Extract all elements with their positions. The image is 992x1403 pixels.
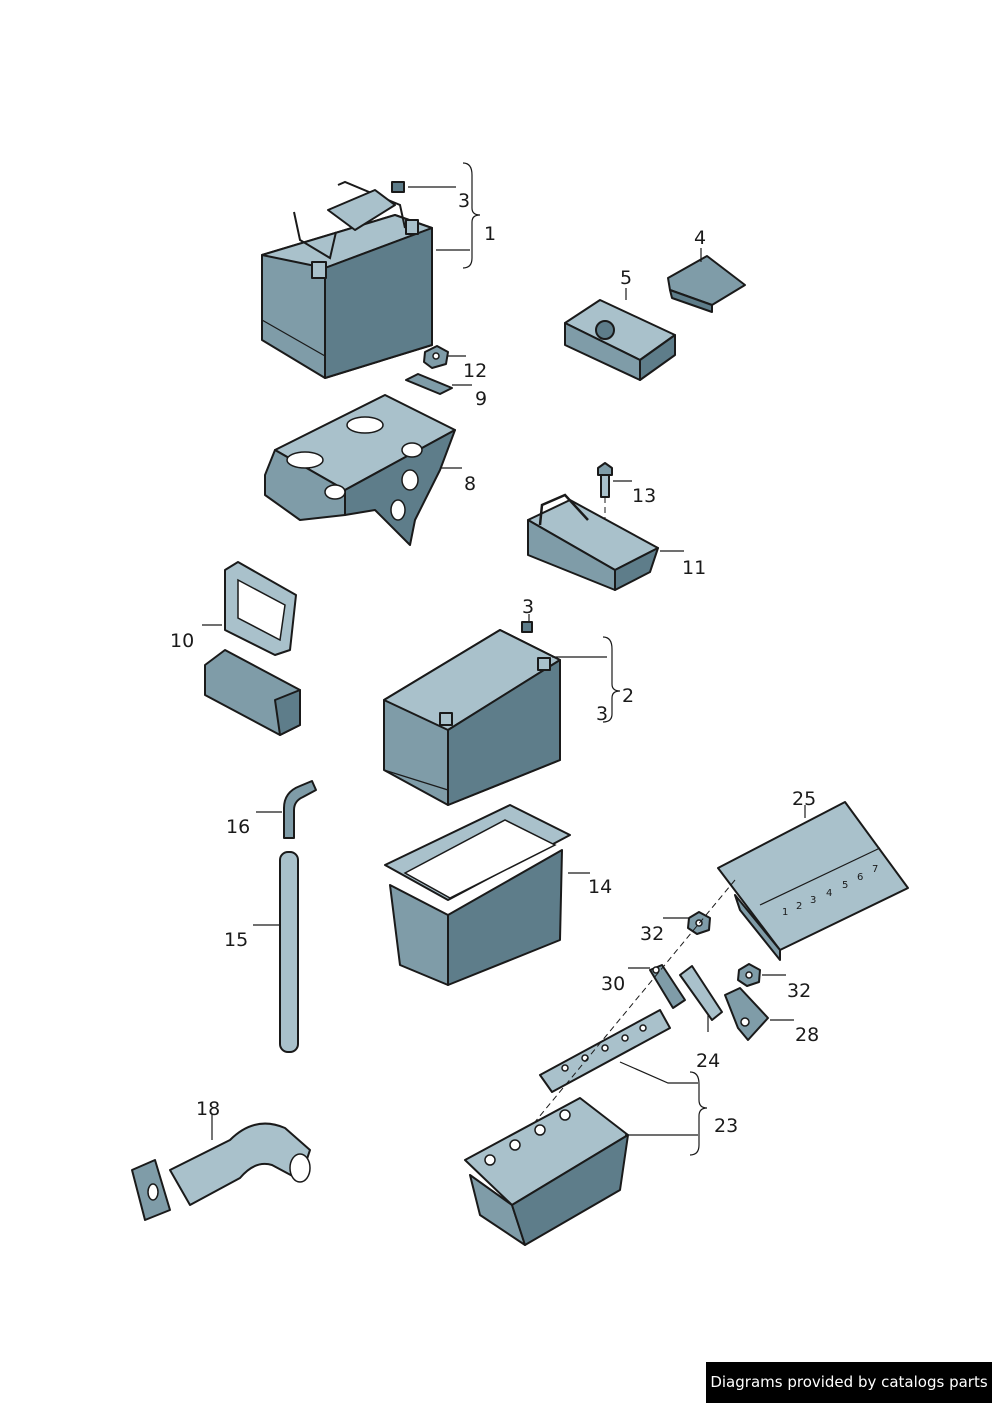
callout-labels: 3 1 4 5 12 9 8 13 11 3 10 2 3 25 16 14 3… xyxy=(170,190,819,1137)
bolt-13 xyxy=(597,462,613,498)
vent-elbow-16 xyxy=(283,780,317,839)
nut-32a xyxy=(687,911,711,935)
fuse-number-1: 1 xyxy=(782,907,788,918)
callout-14: 14 xyxy=(588,876,612,898)
callout-8: 8 xyxy=(464,473,476,495)
callout-3a: 3 xyxy=(458,190,470,212)
callout-28: 28 xyxy=(795,1024,819,1046)
callout-1: 1 xyxy=(484,223,496,245)
callout-30: 30 xyxy=(601,973,625,995)
battery-box-14 xyxy=(384,804,571,986)
callout-24: 24 xyxy=(696,1050,720,1072)
terminal-cover-5 xyxy=(564,299,676,381)
callout-10: 10 xyxy=(170,630,194,652)
callout-2: 2 xyxy=(622,685,634,707)
credit-banner: Diagrams provided by catalogs parts xyxy=(706,1362,992,1403)
callout-11: 11 xyxy=(682,557,706,579)
bracket-11 xyxy=(527,493,659,591)
battery-1 xyxy=(261,180,433,379)
vent-tube-15 xyxy=(279,851,299,1053)
battery-tray-8 xyxy=(264,394,456,546)
nut-12 xyxy=(423,345,449,369)
callout-5: 5 xyxy=(620,267,632,289)
bracket-28 xyxy=(724,987,769,1041)
callout-32a: 32 xyxy=(640,923,664,945)
callout-18: 18 xyxy=(196,1098,220,1120)
duct-18 xyxy=(131,1122,311,1221)
fuse-number-3: 3 xyxy=(810,895,816,906)
busbar-24 xyxy=(539,1009,671,1093)
bolt-3c xyxy=(521,621,533,633)
callout-16: 16 xyxy=(226,816,250,838)
fuse-box-cover-25: 1 2 3 4 5 6 7 xyxy=(717,801,909,961)
battery-2 xyxy=(383,629,561,806)
fuse-number-4: 4 xyxy=(826,888,832,899)
connector-30 xyxy=(649,964,686,1009)
cover-4 xyxy=(667,255,746,313)
fuse-number-5: 5 xyxy=(842,880,848,891)
callout-23: 23 xyxy=(714,1115,738,1137)
leader-lines xyxy=(202,162,806,1156)
holder-10 xyxy=(204,561,301,736)
callout-32b: 32 xyxy=(787,980,811,1002)
callout-12: 12 xyxy=(463,360,487,382)
fuse-number-6: 6 xyxy=(857,872,863,883)
clamp-9 xyxy=(405,373,453,395)
nut-32b xyxy=(737,963,761,987)
callout-4: 4 xyxy=(694,227,706,249)
callout-9: 9 xyxy=(475,388,487,410)
bolt-3a xyxy=(391,181,405,193)
callout-25: 25 xyxy=(792,788,816,810)
fuse-number-7: 7 xyxy=(872,864,878,875)
callout-3b: 3 xyxy=(596,703,608,725)
callout-13: 13 xyxy=(632,485,656,507)
callout-3c: 3 xyxy=(522,596,534,618)
strip-24a xyxy=(679,965,723,1021)
fuse-holder-23 xyxy=(464,1097,629,1246)
callout-15: 15 xyxy=(224,929,248,951)
fuse-number-2: 2 xyxy=(796,901,802,912)
